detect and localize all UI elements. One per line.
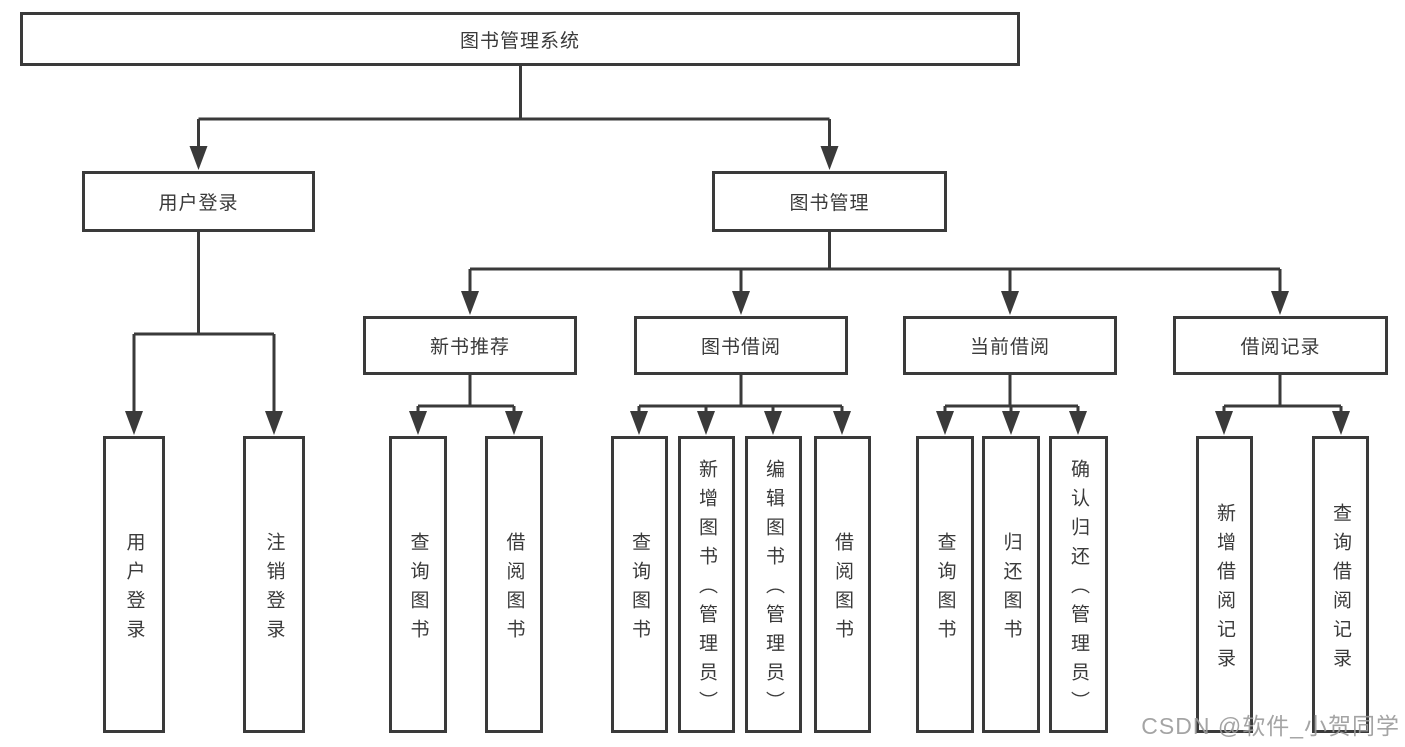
- leaf-return-books: 归还图书: [982, 436, 1040, 733]
- connector-root-to-level1: [197, 66, 831, 150]
- arrow-down-icon: [1001, 291, 1019, 315]
- arrow-down-icon: [1271, 291, 1289, 315]
- leaf-label: 确认归还（管理员）: [1068, 459, 1089, 720]
- arrow-down-icon: [125, 411, 143, 435]
- arrow-down-icon: [1069, 411, 1087, 435]
- leaf-add-borrow-record: 新增借阅记录: [1196, 436, 1253, 733]
- node-label: 图书管理: [789, 193, 870, 214]
- node-current-borrowing: 当前借阅: [903, 316, 1117, 375]
- node-library-management-system: 图书管理系统: [20, 12, 1020, 66]
- arrow-down-icon: [1332, 411, 1350, 435]
- leaf-label: 归还图书: [1000, 531, 1022, 648]
- arrow-down-icon: [630, 411, 648, 435]
- node-borrowing-records: 借阅记录: [1173, 316, 1388, 375]
- arrow-down-icon: [833, 411, 851, 435]
- leaf-label: 新增图书（管理员）: [696, 459, 717, 720]
- arrow-down-icon: [764, 411, 782, 435]
- node-label: 用户登录: [158, 193, 239, 214]
- node-book-borrowing: 图书借阅: [634, 316, 848, 375]
- arrow-down-icon: [697, 411, 715, 435]
- arrow-down-icon: [505, 411, 523, 435]
- csdn-watermark: CSDN @软件_小贺同学: [1141, 713, 1400, 739]
- connector-borrowing-records-to-leaves: [1222, 375, 1343, 413]
- leaf-add-books-admin: 新增图书（管理员）: [678, 436, 735, 733]
- connector-book-management-to-level2: [468, 232, 1282, 294]
- leaf-user-login: 用户登录: [103, 436, 165, 733]
- node-label: 图书借阅: [700, 337, 781, 358]
- node-book-management: 图书管理: [712, 171, 947, 232]
- arrow-down-icon: [189, 146, 208, 170]
- leaf-edit-books-admin: 编辑图书（管理员）: [745, 436, 802, 733]
- connector-book-borrowing-to-leaves: [637, 375, 844, 413]
- leaf-label: 查询借阅记录: [1330, 502, 1351, 677]
- leaf-label: 查询图书: [407, 531, 429, 648]
- leaf-confirm-return-admin: 确认归还（管理员）: [1049, 436, 1108, 733]
- node-new-book-recommend: 新书推荐: [363, 316, 577, 375]
- leaf-label: 借阅图书: [832, 531, 853, 648]
- leaf-label: 用户登录: [123, 531, 145, 648]
- arrow-down-icon: [820, 146, 839, 170]
- leaf-query-books-current: 查询图书: [916, 436, 974, 733]
- arrow-down-icon: [936, 411, 954, 435]
- arrow-down-icon: [265, 411, 283, 435]
- leaf-label: 新增借阅记录: [1214, 502, 1235, 677]
- arrow-down-icon: [1215, 411, 1233, 435]
- node-label: 借阅记录: [1240, 337, 1321, 358]
- leaf-label: 查询图书: [934, 531, 956, 648]
- leaf-query-books-borrowing: 查询图书: [611, 436, 668, 733]
- node-label: 当前借阅: [969, 337, 1050, 358]
- leaf-label: 借阅图书: [503, 531, 525, 648]
- leaf-query-borrow-record: 查询借阅记录: [1312, 436, 1369, 733]
- connector-new-book-recommend-to-leaves: [416, 375, 516, 413]
- leaf-borrow-books: 借阅图书: [814, 436, 871, 733]
- leaf-borrow-books-recommend: 借阅图书: [485, 436, 543, 733]
- connector-user-login-to-leaves: [132, 232, 276, 414]
- leaf-label: 注销登录: [263, 531, 285, 648]
- leaf-label: 查询图书: [629, 531, 650, 648]
- leaf-query-books-recommend: 查询图书: [389, 436, 447, 733]
- arrow-down-icon: [1002, 411, 1020, 435]
- connector-current-borrowing-to-leaves: [943, 375, 1080, 413]
- arrow-down-icon: [732, 291, 750, 315]
- node-label: 图书管理系统: [459, 30, 580, 52]
- arrow-down-icon: [461, 291, 479, 315]
- node-label: 新书推荐: [429, 337, 510, 358]
- arrow-down-icon: [409, 411, 427, 435]
- leaf-label: 编辑图书（管理员）: [763, 459, 784, 720]
- node-user-login: 用户登录: [82, 171, 315, 232]
- leaf-logout: 注销登录: [243, 436, 305, 733]
